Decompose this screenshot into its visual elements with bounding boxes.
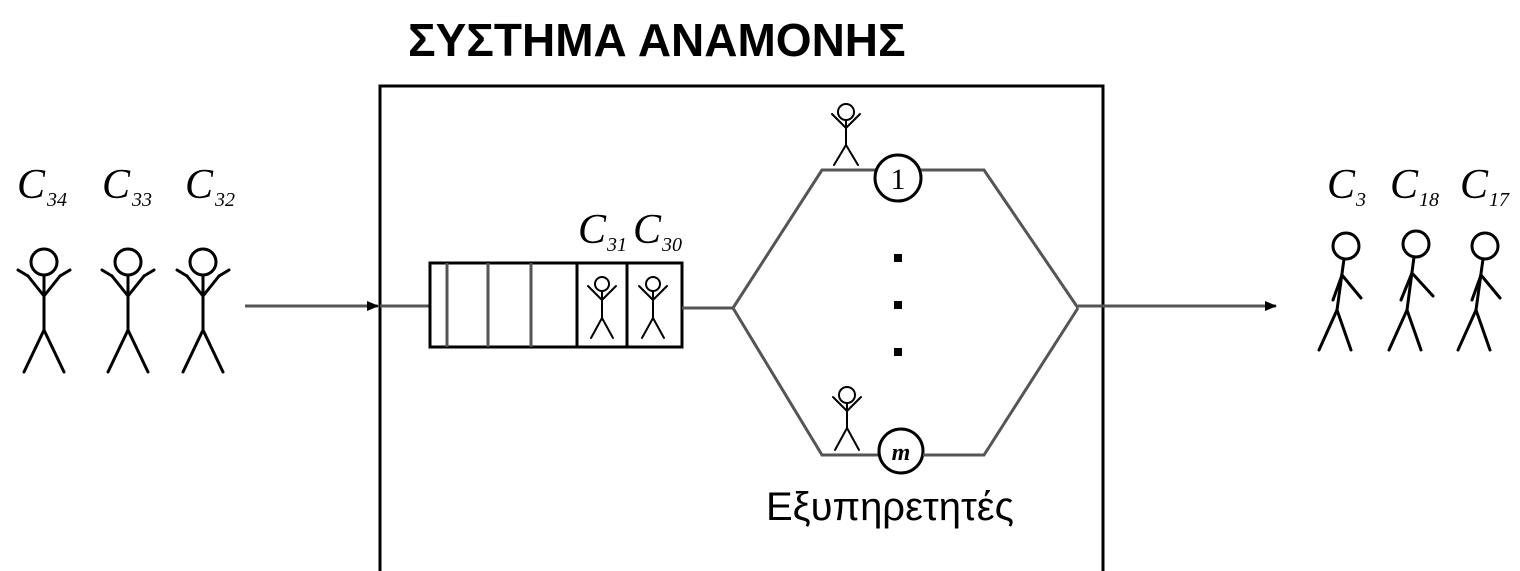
svg-text:m: m xyxy=(892,440,911,466)
svg-text:C31: C31 xyxy=(578,207,627,256)
server-m: m xyxy=(877,427,925,475)
system-boundary xyxy=(378,84,1105,571)
split-to-server-1 xyxy=(731,168,876,309)
svg-text:C30: C30 xyxy=(633,207,682,256)
svg-text:1: 1 xyxy=(891,163,906,196)
svg-text:C17: C17 xyxy=(1460,162,1510,211)
arriving-customer-figure xyxy=(16,247,72,374)
served-customer-figure xyxy=(832,386,862,451)
split-to-server-m xyxy=(731,307,878,457)
departed-customer-label: C3 xyxy=(1327,162,1366,211)
served-customer-figure xyxy=(831,103,861,166)
departed-customer-label: C18 xyxy=(1390,162,1439,211)
diagram-title: ΣΥΣΤΗΜΑ ΑΝΑΜΟΝΗΣ xyxy=(408,14,906,66)
queued-customer-label: C30 xyxy=(633,207,682,256)
merge-from-server-1 xyxy=(921,168,1080,309)
server-1: 1 xyxy=(873,153,923,203)
queued-customer-figure xyxy=(638,276,668,339)
queue-buffer xyxy=(428,261,684,349)
svg-text:C18: C18 xyxy=(1390,162,1439,211)
departed-customer-figure xyxy=(1456,231,1502,352)
queued-customer-label: C31 xyxy=(578,207,627,256)
departed-customer-label: C17 xyxy=(1460,162,1510,211)
svg-text:C34: C34 xyxy=(17,162,67,211)
merge-from-server-m xyxy=(923,307,1080,457)
servers-caption: Εξυπηρετητές xyxy=(766,485,1014,529)
departed-customer-figure xyxy=(1317,231,1363,352)
departed-customer-figure xyxy=(1387,229,1435,352)
svg-text:C32: C32 xyxy=(185,162,235,211)
ellipsis-servers xyxy=(894,254,902,356)
queued-customer-figure xyxy=(587,276,617,339)
arriving-customer-figure xyxy=(100,247,156,374)
svg-text:C3: C3 xyxy=(1327,162,1366,211)
svg-text:C33: C33 xyxy=(102,162,152,211)
arriving-customer-figure xyxy=(175,247,231,374)
